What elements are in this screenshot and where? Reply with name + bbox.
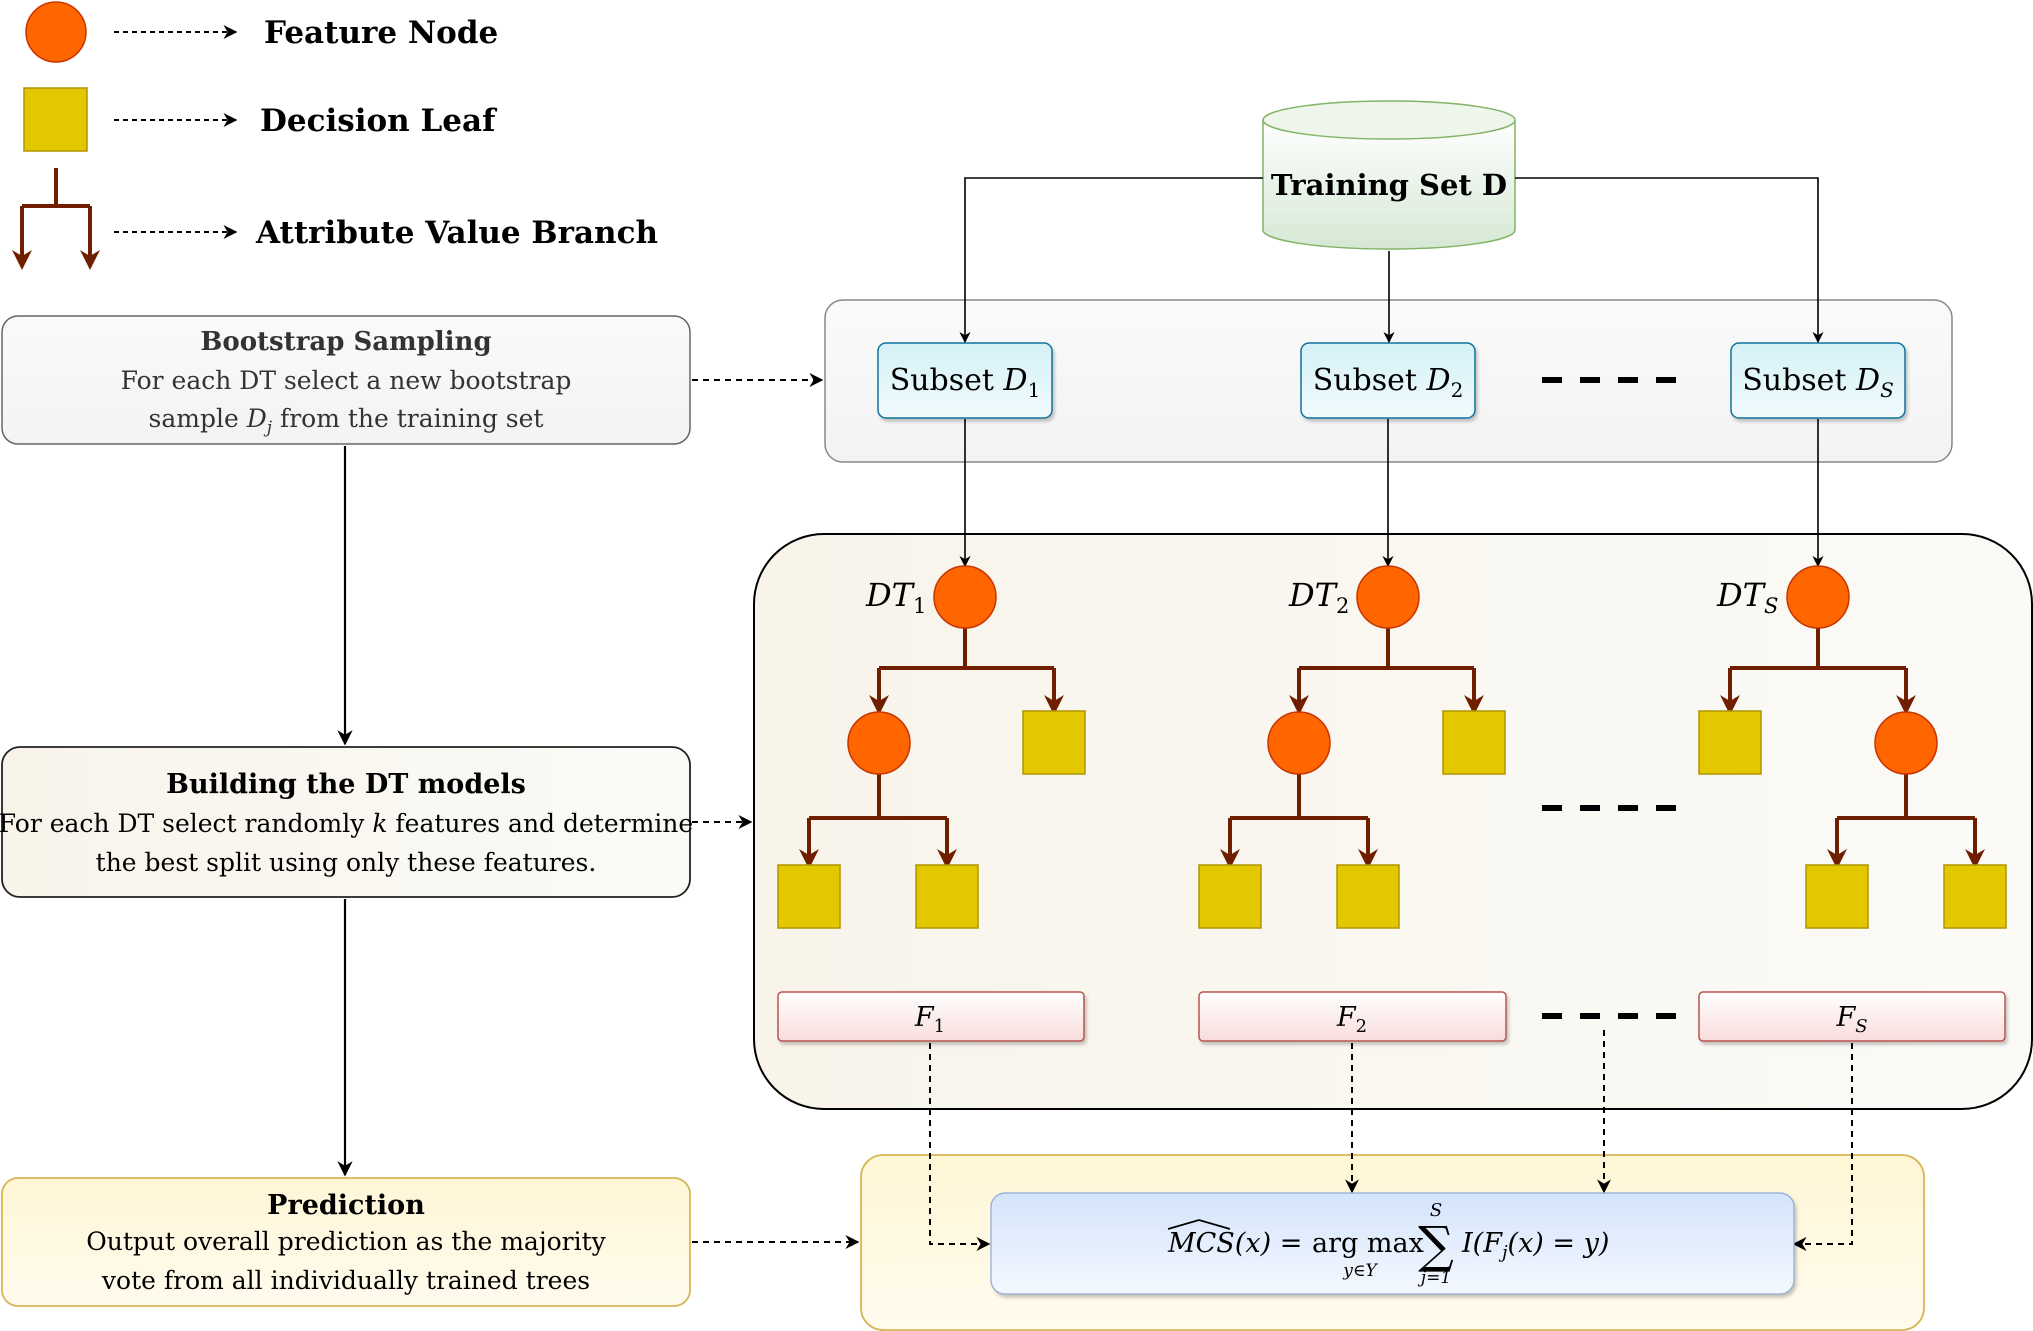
legend-feature-node-icon — [25, 1, 87, 63]
decision-leaf — [1198, 864, 1262, 929]
decision-leaf — [1943, 864, 2007, 929]
training-set-cylinder: Training Set D — [1262, 100, 1516, 250]
feature-node — [847, 711, 911, 775]
building-title: Building the DT models — [166, 769, 526, 800]
decision-tree: DT2 — [1198, 565, 1506, 929]
svg-text:Subset DS: Subset DS — [1742, 363, 1894, 402]
decision-leaf — [1336, 864, 1400, 929]
legend: Feature Node Decision Leaf Attribute Val… — [12, 1, 658, 270]
bootstrap-title: Bootstrap Sampling — [200, 327, 491, 357]
output-to-formula-connectors — [929, 1030, 1853, 1251]
bootstrap-step-box: Bootstrap Sampling For each DT select a … — [1, 315, 691, 445]
formula-argmax: arg max — [1312, 1228, 1424, 1259]
bootstrap-line1: For each DT select a new bootstrap — [121, 366, 572, 395]
building-step-box: Building the DT models For each DT selec… — [0, 746, 693, 898]
building-line2: the best split using only these features… — [96, 848, 597, 877]
legend-branch-icon — [12, 168, 100, 270]
feature-node — [1786, 565, 1850, 629]
tree-output-box: F2 — [1198, 991, 1507, 1042]
svg-text:F2: F2 — [1336, 1002, 1367, 1037]
feature-node — [1356, 565, 1420, 629]
tree-label: DTS — [1716, 576, 1778, 618]
decision-leaf — [1805, 864, 1869, 929]
subset-box: Subset D1 — [877, 342, 1053, 419]
feature-node — [933, 565, 997, 629]
prediction-title: Prediction — [267, 1190, 425, 1221]
building-line1: For each DT select randomly k features a… — [0, 809, 693, 838]
training-set-label: Training Set D — [1271, 168, 1507, 202]
prediction-step-box: Prediction Output overall prediction as … — [1, 1177, 691, 1307]
tree-label: DT1 — [865, 576, 926, 618]
decision-leaf — [1022, 710, 1086, 775]
majority-vote-formula: MCS(x) = arg max y∈Y S ∑ j=1 I(Fj(x) = y… — [990, 1192, 1795, 1295]
svg-text:F1: F1 — [914, 1002, 945, 1037]
decision-leaf — [1698, 710, 1762, 775]
legend-decision-leaf-icon — [23, 87, 88, 152]
svg-text:Subset D2: Subset D2 — [1313, 363, 1464, 402]
legend-branch-label: Attribute Value Branch — [255, 215, 658, 251]
formula-sum-top: S — [1430, 1200, 1442, 1221]
decision-leaf — [915, 864, 979, 929]
legend-decision-leaf-label: Decision Leaf — [260, 103, 497, 139]
svg-text:FS: FS — [1835, 1002, 1867, 1037]
subset-box: Subset DS — [1730, 342, 1906, 419]
decision-tree: DTS — [1698, 565, 2007, 929]
formula-sum-bottom: j=1 — [1417, 1268, 1451, 1288]
decision-tree: DT1 — [777, 565, 1086, 929]
decision-leaf — [1442, 710, 1506, 775]
svg-text:Subset D1: Subset D1 — [890, 363, 1041, 402]
formula-lhs: MCS(x) = — [1167, 1228, 1302, 1259]
legend-feature-node-label: Feature Node — [264, 15, 498, 51]
feature-node — [1267, 711, 1331, 775]
tree-label: DT2 — [1288, 576, 1349, 618]
trees-container — [753, 533, 2033, 1110]
formula-rhs: I(Fj(x) = y) — [1461, 1228, 1609, 1263]
tree-output-box: FS — [1698, 991, 2006, 1042]
training-set-connectors — [959, 177, 1824, 344]
subset-box: Subset D2 — [1300, 342, 1476, 419]
prediction-line2: vote from all individually trained trees — [101, 1266, 590, 1295]
formula-sum-symbol: ∑ — [1418, 1216, 1454, 1274]
bootstrap-line2: sample Dj from the training set — [149, 404, 544, 438]
decision-leaf — [777, 864, 841, 929]
tree-output-box: F1 — [777, 991, 1085, 1042]
prediction-line1: Output overall prediction as the majorit… — [86, 1227, 606, 1256]
formula-argmax-sub: y∈Y — [1342, 1261, 1378, 1281]
subset-to-tree-connectors — [959, 419, 1824, 568]
formula-hat — [1167, 1219, 1231, 1230]
feature-node — [1874, 711, 1938, 775]
